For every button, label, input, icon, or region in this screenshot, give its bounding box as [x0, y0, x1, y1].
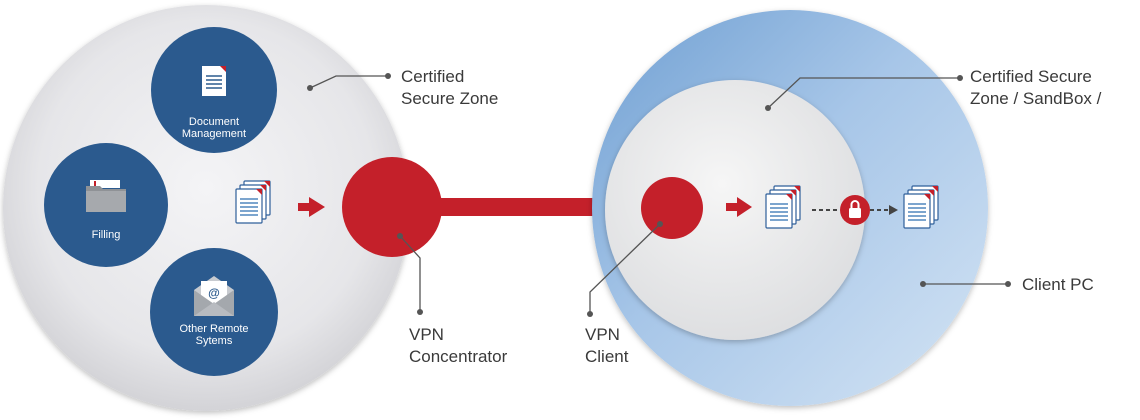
left-zone-label-1: Certified	[401, 67, 464, 86]
filling-label: Filling	[92, 229, 121, 241]
document-stack-icon-client	[903, 185, 939, 229]
vpn-concentrator-node	[342, 157, 442, 257]
document-management-node: Document Management	[151, 27, 277, 153]
vpn-client-label-1: VPN	[585, 325, 620, 344]
other-remote-label-1: Other Remote	[179, 323, 248, 335]
right-zone-label-2: Zone / SandBox /	[970, 89, 1102, 108]
arrow-head-icon	[889, 205, 898, 215]
arrow-right-icon-right	[726, 197, 752, 217]
document-stack-icon-sandbox	[765, 185, 801, 229]
callout-certified-secure-zone-right	[767, 77, 960, 109]
left-zone-label-2: Secure Zone	[401, 89, 498, 108]
client-pc-label: Client PC	[1022, 275, 1094, 294]
other-remote-systems-node: @ Other Remote Sytems	[150, 248, 278, 376]
right-zone-label-1: Certified Secure	[970, 67, 1092, 86]
arrow-right-icon-left	[298, 197, 325, 217]
vpn-client-label-2: Client	[585, 347, 629, 366]
document-stack-icon-left	[235, 180, 271, 224]
svg-text:@: @	[208, 286, 220, 300]
folder-icon	[86, 180, 126, 212]
vpn-concentrator-label-1: VPN	[409, 325, 444, 344]
callout-certified-secure-zone-left	[309, 75, 388, 89]
other-remote-label-2: Sytems	[196, 335, 233, 347]
filling-node: Filling	[44, 143, 168, 267]
vpn-concentrator-label-2: Concentrator	[409, 347, 508, 366]
document-icon	[202, 66, 226, 96]
envelope-icon: @	[194, 276, 234, 316]
vpn-client-node	[641, 177, 703, 239]
lock-icon	[840, 195, 870, 225]
callout-vpn-concentrator	[399, 235, 421, 312]
document-management-label-1: Document	[189, 116, 239, 128]
left-secure-zone	[3, 5, 409, 411]
document-management-label-2: Management	[182, 128, 246, 140]
callout-vpn-client	[589, 223, 661, 314]
